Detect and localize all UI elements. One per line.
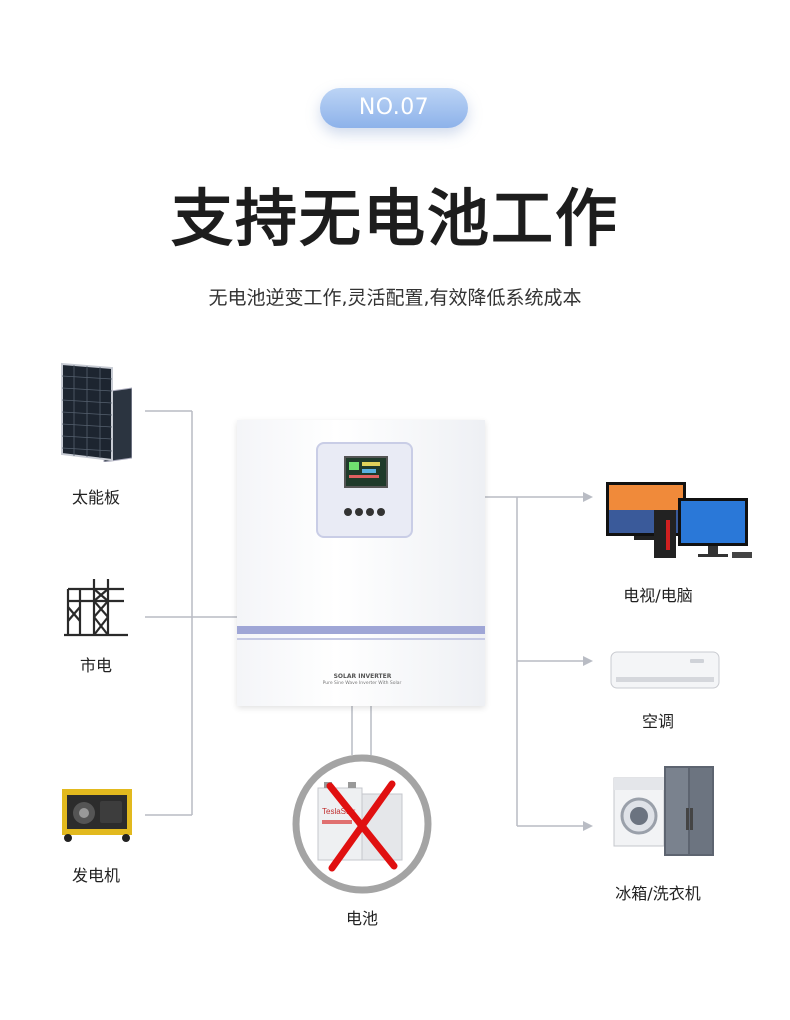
panel-button[interactable] <box>377 508 385 516</box>
control-panel <box>316 442 413 538</box>
battery-brand-text: TeslaStar <box>322 807 356 816</box>
panel-button[interactable] <box>366 508 374 516</box>
solar-panel-icon <box>61 362 132 462</box>
battery-label: 电池 <box>345 909 378 928</box>
number-badge: NO.07 <box>320 88 468 128</box>
input-label-solar: 太能板 <box>71 488 120 507</box>
tv-computer-icon <box>606 482 752 558</box>
air-conditioner-icon <box>610 651 720 689</box>
output-label-tv-pc: 电视/电脑 <box>623 586 693 605</box>
decor-stripe-thin <box>237 638 485 640</box>
decor-stripe <box>237 626 485 634</box>
lcd-screen <box>344 456 388 488</box>
solar-inverter: SOLAR INVERTER Pure Sine Wave Inverter W… <box>237 420 485 706</box>
page-title: 支持无电池工作 <box>170 182 619 255</box>
input-label-generator: 发电机 <box>71 866 120 885</box>
fridge-washer-icon <box>613 766 714 856</box>
output-label-fridge-washer: 冰箱/洗衣机 <box>615 884 701 903</box>
panel-button[interactable] <box>355 508 363 516</box>
page-subtitle: 无电池逆变工作,灵活配置,有效降低系统成本 <box>208 287 582 309</box>
output-label-ac: 空调 <box>641 712 674 731</box>
panel-button[interactable] <box>344 508 352 516</box>
power-pylon-icon <box>64 579 128 637</box>
battery-crossed-icon: TeslaStar <box>292 754 432 894</box>
generator-icon <box>62 789 132 842</box>
device-description: Pure Sine Wave Inverter With Solar <box>322 681 402 686</box>
input-label-grid: 市电 <box>79 656 112 675</box>
device-brand: SOLAR INVERTER <box>333 673 392 680</box>
